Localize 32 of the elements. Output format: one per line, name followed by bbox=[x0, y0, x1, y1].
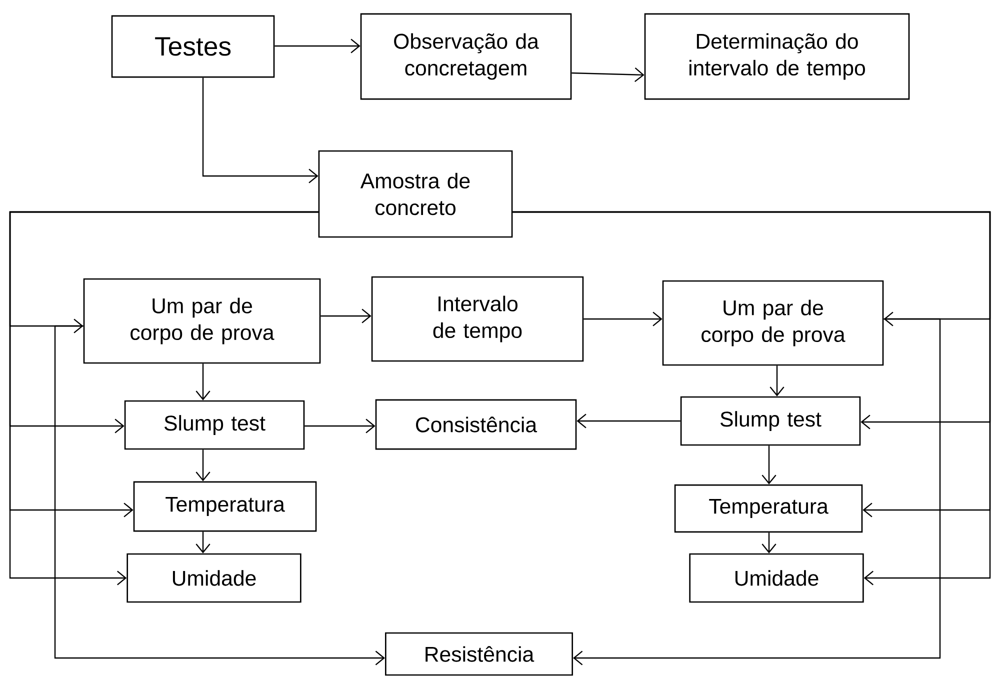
process-box: Testes bbox=[111, 15, 275, 78]
process-box: Umidade bbox=[126, 553, 302, 603]
arrow bbox=[762, 532, 776, 554]
process-box: Observação da concretagem bbox=[360, 13, 572, 100]
arrow bbox=[770, 366, 784, 396]
arrow bbox=[576, 414, 680, 428]
arrow bbox=[584, 312, 662, 326]
process-box: Um par de corpo de prova bbox=[83, 278, 321, 364]
arrow bbox=[762, 446, 776, 484]
process-box: Umidade bbox=[689, 553, 864, 603]
process-box: Amostra de concreto bbox=[318, 150, 513, 238]
arrow bbox=[9, 211, 318, 586]
arrow bbox=[54, 325, 385, 666]
arrow bbox=[512, 211, 991, 586]
arrow bbox=[573, 318, 941, 666]
arrow bbox=[196, 450, 210, 482]
process-box: Temperatura bbox=[674, 484, 863, 533]
arrow bbox=[320, 308, 372, 324]
arrow bbox=[202, 78, 318, 184]
process-box: Temperatura bbox=[133, 481, 317, 532]
process-box: Slump test bbox=[124, 400, 305, 450]
process-box: Um par de corpo de prova bbox=[662, 280, 884, 366]
process-box: Intervalo de tempo bbox=[371, 276, 584, 362]
arrow bbox=[196, 532, 210, 554]
arrow bbox=[304, 418, 376, 434]
arrow bbox=[196, 364, 210, 400]
arrow bbox=[274, 38, 360, 54]
process-box: Resistência bbox=[385, 632, 573, 676]
process-box: Determinação do intervalo de tempo bbox=[644, 13, 910, 100]
process-box: Slump test bbox=[680, 396, 861, 446]
process-box: Consistência bbox=[375, 399, 577, 450]
arrow bbox=[572, 67, 644, 82]
